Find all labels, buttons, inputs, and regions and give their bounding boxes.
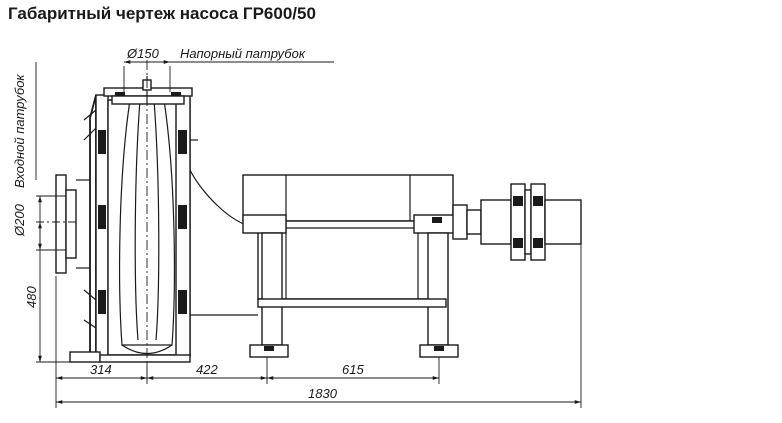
shaft-coupling [452, 183, 582, 261]
dim-1830-label: 1830 [308, 386, 338, 401]
dimensions: Ø150 Напорный патрубок Входной патрубок … [12, 46, 582, 408]
inlet-diameter-label: Ø200 [12, 203, 27, 237]
dim-615-label: 615 [342, 362, 364, 377]
outlet-name-label: Напорный патрубок [180, 46, 306, 61]
dim-422-label: 422 [196, 362, 218, 377]
pump-housing [55, 76, 259, 363]
dim-314-label: 314 [90, 362, 112, 377]
outlet-diameter-label: Ø150 [126, 46, 160, 61]
centerlines [36, 60, 148, 380]
bearing-frame [242, 174, 459, 358]
axis-height-label: 480 [24, 286, 39, 308]
drawing-title: Габаритный чертеж насоса ГР600/50 [8, 4, 316, 23]
inlet-name-label: Входной патрубок [12, 74, 27, 188]
